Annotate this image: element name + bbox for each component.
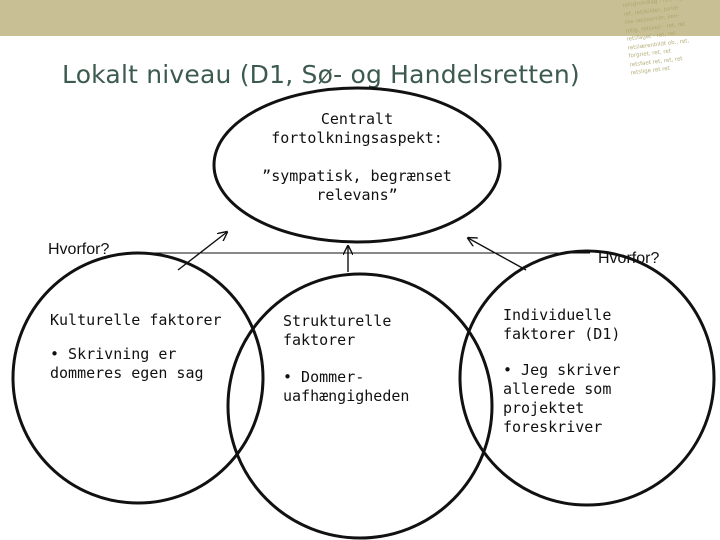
left-circle-title: Kulturelle faktorer — [50, 311, 222, 329]
left-question-label: Hvorfor? — [48, 241, 110, 258]
right-question-label: Hvorfor? — [598, 250, 660, 267]
center-heading: Centralt fortolkningsaspekt: — [271, 110, 443, 147]
center-ellipse — [212, 86, 502, 244]
right-circle-title: Individuelle faktorer (D1) — [503, 306, 621, 343]
middle-circle — [226, 272, 494, 540]
left-circle — [11, 251, 265, 505]
header-bar — [0, 0, 720, 36]
page-title: Lokalt niveau (D1, Sø- og Handelsretten) — [62, 60, 580, 89]
right-circle-bullet: • Jeg skriver allerede som projektet for… — [503, 361, 621, 436]
arrow-left — [177, 232, 227, 271]
left-circle-bullet: • Skrivning er dommeres egen sag — [50, 345, 204, 382]
arrow-right — [468, 238, 527, 271]
middle-circle-title: Strukturelle faktorer — [283, 312, 392, 349]
middle-circle-bullet: • Dommer- uafhængigheden — [283, 368, 410, 405]
center-quote: ”sympatisk, begrænset relevans” — [262, 167, 452, 204]
right-circle — [458, 249, 716, 507]
